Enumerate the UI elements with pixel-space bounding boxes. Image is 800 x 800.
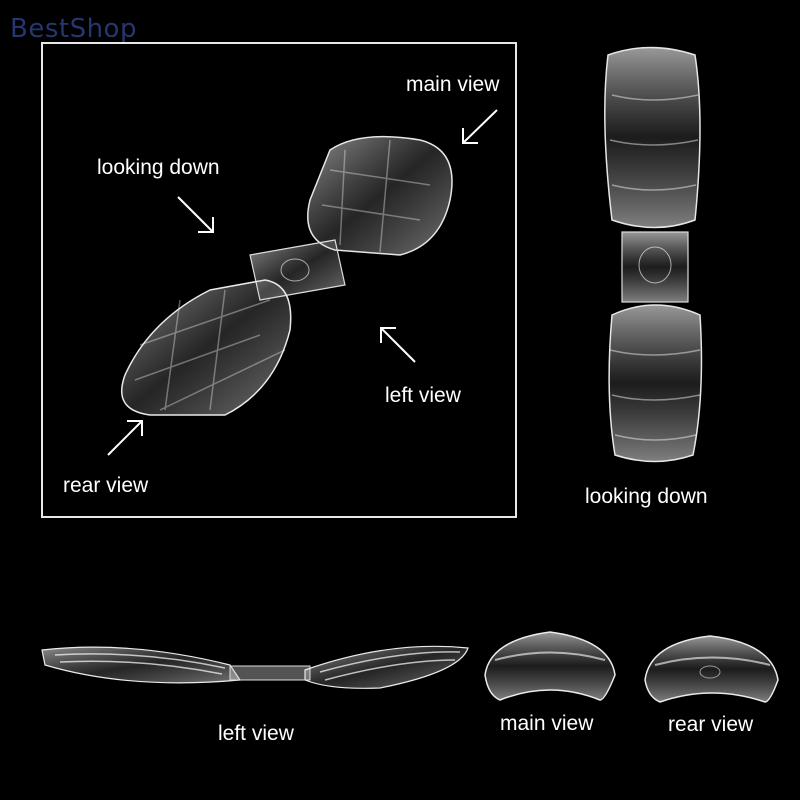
label-bottom-left-view: left view — [218, 722, 294, 745]
label-bottom-main-view: main view — [500, 712, 594, 735]
label-right-looking-down: looking down — [585, 485, 708, 508]
diagram-frame — [41, 42, 517, 518]
nail-tip-front-view — [484, 631, 616, 701]
label-main-view: main view — [406, 73, 500, 96]
label-looking-down: looking down — [97, 156, 220, 179]
label-left-view: left view — [385, 384, 461, 407]
nail-tip-rear-view — [644, 635, 779, 703]
shop-watermark: BestShop — [10, 14, 137, 44]
label-rear-view: rear view — [63, 474, 149, 497]
nail-tip-side-view — [41, 645, 469, 689]
nail-tip-vertical — [604, 46, 703, 463]
label-bottom-rear-view: rear view — [668, 713, 754, 736]
